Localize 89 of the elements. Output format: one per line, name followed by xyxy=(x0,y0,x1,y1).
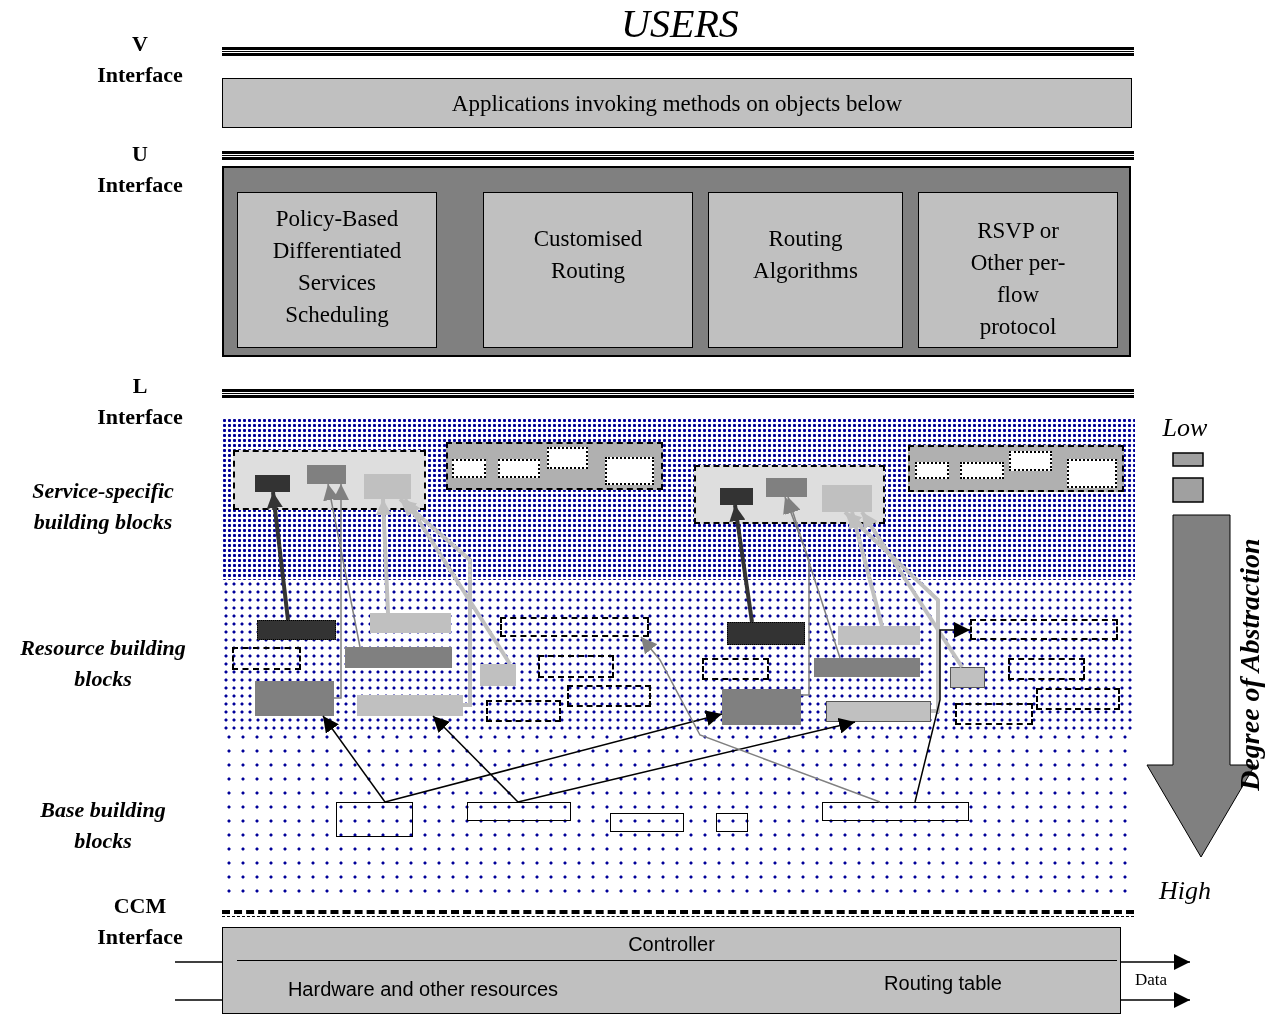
layer-label: Resource building blocks xyxy=(19,634,187,693)
building-block xyxy=(1036,688,1120,710)
module-box xyxy=(237,192,437,348)
arrow xyxy=(398,497,472,707)
module-title: Customised Routing xyxy=(532,225,644,285)
layer-title: Applications invoking methods on objects below xyxy=(450,91,904,117)
arrow xyxy=(914,622,971,803)
building-block xyxy=(950,667,985,688)
module-box xyxy=(918,192,1118,348)
building-block xyxy=(955,703,1033,725)
arrow xyxy=(432,715,519,803)
building-block xyxy=(370,613,451,633)
resource-box xyxy=(222,927,1121,1014)
building-block xyxy=(498,459,540,478)
building-block xyxy=(838,626,920,645)
arrow xyxy=(843,510,940,713)
arrow xyxy=(375,498,392,614)
resource-text: Hardware and other resources xyxy=(286,978,560,1001)
building-block xyxy=(722,689,801,725)
building-block xyxy=(970,619,1118,640)
arrow xyxy=(322,715,386,803)
building-block xyxy=(257,620,336,640)
building-block xyxy=(720,488,753,505)
building-block xyxy=(960,462,1004,479)
module-box xyxy=(483,192,693,348)
arrow xyxy=(333,483,349,699)
module-title: RSVP or Other per-flow protocol xyxy=(969,217,1067,341)
layer-box xyxy=(222,78,1132,128)
layer-box xyxy=(222,166,1131,357)
building-block xyxy=(538,655,614,678)
building-block xyxy=(727,622,805,645)
building-block xyxy=(307,465,346,484)
building-block xyxy=(716,813,748,832)
interface-label: L Interface xyxy=(96,372,184,431)
arrow xyxy=(1120,992,1191,1008)
arrow xyxy=(384,710,723,803)
arrow xyxy=(785,496,841,659)
group-panel xyxy=(694,465,885,524)
building-block xyxy=(452,459,486,478)
interface-label: V Interface xyxy=(96,30,184,89)
arrow xyxy=(1120,954,1191,970)
building-block xyxy=(826,701,931,722)
building-block xyxy=(1008,658,1085,680)
resource-text: Routing table xyxy=(883,972,1003,995)
layer-label: Service-specific building blocks xyxy=(31,477,175,536)
module-title: Routing Algorithms xyxy=(752,225,859,285)
interface-label: CCM Interface xyxy=(96,892,184,951)
building-block xyxy=(480,664,516,686)
building-block xyxy=(547,447,588,469)
arrow xyxy=(266,491,290,621)
building-block xyxy=(486,700,561,722)
building-block xyxy=(702,658,769,680)
group-panel xyxy=(233,450,426,510)
building-block xyxy=(255,475,290,492)
module-box xyxy=(708,192,903,348)
building-block xyxy=(345,647,452,668)
building-block xyxy=(822,485,872,512)
building-block xyxy=(500,617,649,637)
building-block xyxy=(364,474,411,499)
group-panel xyxy=(446,442,663,490)
arrow xyxy=(323,483,361,648)
level-label: High xyxy=(1157,875,1212,907)
building-block xyxy=(336,802,413,837)
interface-label: U Interface xyxy=(96,140,184,199)
building-block xyxy=(605,457,654,485)
building-block xyxy=(1009,451,1052,471)
group-panel xyxy=(908,445,1124,492)
module-title: Policy-Based Differentiated Services Scheduling xyxy=(271,205,403,329)
level-label: Low xyxy=(1161,412,1209,444)
title: USERS xyxy=(620,2,740,46)
building-block xyxy=(232,647,301,670)
arrow xyxy=(517,717,856,803)
axis-label: Degree of Abstraction xyxy=(1233,537,1266,793)
layer-label: Base building blocks xyxy=(39,796,167,855)
arrow xyxy=(783,496,810,696)
building-block xyxy=(567,685,651,707)
arrow xyxy=(729,504,754,623)
data-label: Data xyxy=(1133,970,1169,990)
building-block xyxy=(255,681,334,716)
arrow xyxy=(860,510,964,669)
building-block xyxy=(1067,459,1117,488)
building-block xyxy=(467,802,571,821)
building-block xyxy=(766,478,807,497)
building-block xyxy=(822,802,969,821)
building-block xyxy=(814,658,920,677)
building-block xyxy=(610,813,684,832)
building-block xyxy=(915,462,949,479)
building-block xyxy=(357,695,463,716)
resource-text: Controller xyxy=(627,933,716,956)
